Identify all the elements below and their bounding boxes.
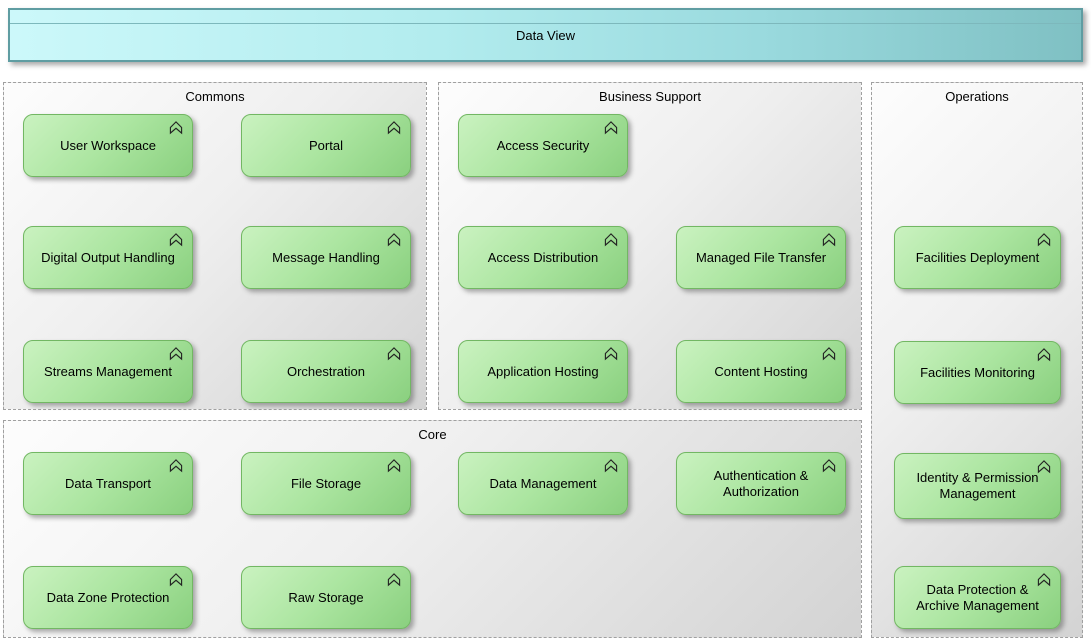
- node-access-security[interactable]: Access Security: [458, 114, 628, 177]
- node-label: User Workspace: [60, 137, 156, 153]
- function-icon: [1037, 348, 1051, 362]
- node-file-storage[interactable]: File Storage: [241, 452, 411, 515]
- node-label: Orchestration: [286, 363, 366, 379]
- function-icon: [169, 459, 183, 473]
- node-label: Data Protection & Archive Management: [916, 581, 1039, 613]
- function-icon: [387, 347, 401, 361]
- group-core[interactable]: Core Data Transport File Storage Data Ma…: [3, 420, 862, 638]
- group-commons[interactable]: Commons User Workspace Portal Digital Ou…: [3, 82, 427, 410]
- node-label: Raw Storage: [288, 589, 364, 605]
- node-label: Identity & Permission Management: [916, 470, 1039, 501]
- group-operations[interactable]: Operations Facilities Deployment Facilit…: [871, 82, 1083, 638]
- group-business-support[interactable]: Business Support Access Security Access …: [438, 82, 862, 410]
- node-content-hosting[interactable]: Content Hosting: [676, 340, 846, 403]
- group-operations-title: Operations: [945, 89, 1009, 104]
- node-label: Facilities Deployment: [915, 249, 1040, 265]
- banner-divider-line: [10, 23, 1081, 24]
- function-icon: [604, 347, 618, 361]
- node-label: Digital Output Handling: [41, 249, 175, 265]
- node-label: Application Hosting: [487, 363, 599, 379]
- node-message-handling[interactable]: Message Handling: [241, 226, 411, 289]
- node-identity-permission-management[interactable]: Identity & Permission Management: [894, 453, 1061, 519]
- function-icon: [822, 347, 836, 361]
- function-icon: [169, 573, 183, 587]
- node-data-zone-protection[interactable]: Data Zone Protection: [23, 566, 193, 629]
- node-label: Data Zone Protection: [46, 589, 170, 605]
- node-managed-file-transfer[interactable]: Managed File Transfer: [676, 226, 846, 289]
- function-icon: [604, 233, 618, 247]
- data-view-banner[interactable]: Data View: [8, 8, 1083, 62]
- function-icon: [387, 233, 401, 247]
- node-user-workspace[interactable]: User Workspace: [23, 114, 193, 177]
- node-label: Data Management: [489, 475, 597, 491]
- function-icon: [822, 459, 836, 473]
- function-icon: [387, 573, 401, 587]
- node-label: Streams Management: [44, 363, 172, 379]
- group-core-title: Core: [418, 427, 447, 442]
- node-label: Portal: [309, 137, 343, 153]
- node-access-distribution[interactable]: Access Distribution: [458, 226, 628, 289]
- node-streams-management[interactable]: Streams Management: [23, 340, 193, 403]
- node-label: Message Handling: [272, 249, 380, 265]
- function-icon: [822, 233, 836, 247]
- node-label: Content Hosting: [714, 363, 808, 379]
- node-data-transport[interactable]: Data Transport: [23, 452, 193, 515]
- function-icon: [387, 459, 401, 473]
- function-icon: [169, 347, 183, 361]
- function-icon: [169, 121, 183, 135]
- node-data-management[interactable]: Data Management: [458, 452, 628, 515]
- node-label: Authentication & Authorization: [713, 467, 809, 499]
- node-label: Facilities Monitoring: [920, 364, 1035, 380]
- function-icon: [604, 459, 618, 473]
- node-facilities-deployment[interactable]: Facilities Deployment: [894, 226, 1061, 289]
- group-commons-title: Commons: [185, 89, 245, 104]
- node-authentication-authorization[interactable]: Authentication & Authorization: [676, 452, 846, 515]
- function-icon: [387, 121, 401, 135]
- node-orchestration[interactable]: Orchestration: [241, 340, 411, 403]
- node-digital-output-handling[interactable]: Digital Output Handling: [23, 226, 193, 289]
- node-raw-storage[interactable]: Raw Storage: [241, 566, 411, 629]
- function-icon: [1037, 460, 1051, 474]
- function-icon: [1037, 233, 1051, 247]
- node-label: Access Distribution: [487, 249, 599, 265]
- node-application-hosting[interactable]: Application Hosting: [458, 340, 628, 403]
- banner-title: Data View: [515, 27, 575, 43]
- function-icon: [1037, 573, 1051, 587]
- group-business-support-title: Business Support: [599, 89, 701, 104]
- node-data-protection-archive-management[interactable]: Data Protection & Archive Management: [894, 566, 1061, 629]
- function-icon: [169, 233, 183, 247]
- node-label: Access Security: [496, 137, 590, 153]
- node-label: File Storage: [290, 475, 362, 491]
- node-label: Data Transport: [65, 475, 151, 491]
- node-facilities-monitoring[interactable]: Facilities Monitoring: [894, 341, 1061, 404]
- function-icon: [604, 121, 618, 135]
- node-label: Managed File Transfer: [695, 249, 827, 265]
- node-portal[interactable]: Portal: [241, 114, 411, 177]
